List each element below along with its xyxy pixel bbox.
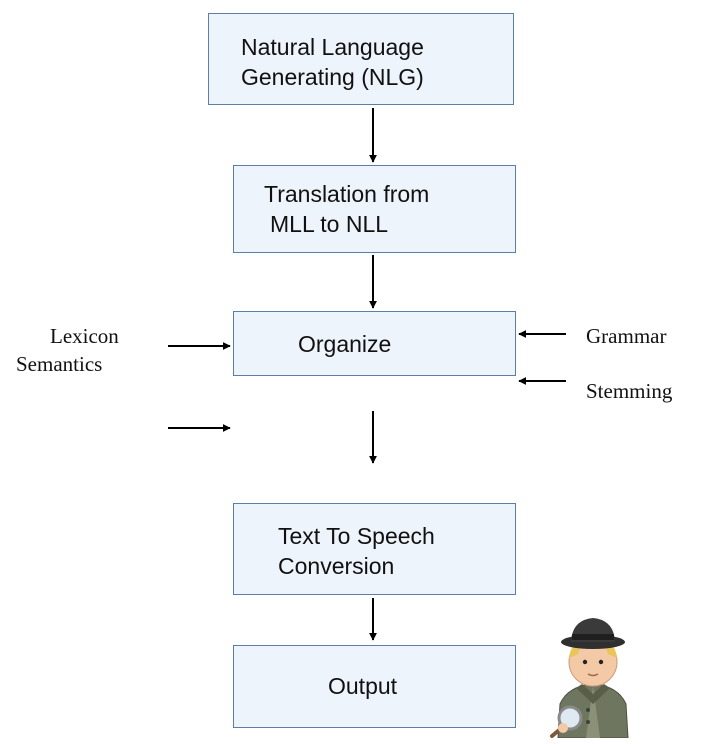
nlg-box-line1: Natural Language xyxy=(241,34,424,60)
translation-box: Translation from MLL to NLL xyxy=(233,165,516,253)
translation-box-line1: Translation from xyxy=(264,181,430,207)
organize-box: Organize xyxy=(233,311,516,376)
semantics-label: Semantics xyxy=(16,352,103,376)
output-box-label: Output xyxy=(328,673,398,699)
tts-box-line1: Text To Speech xyxy=(278,523,435,549)
detective-person-icon xyxy=(550,618,629,738)
translation-box-line2: MLL to NLL xyxy=(270,211,389,237)
tts-box: Text To Speech Conversion xyxy=(233,503,516,595)
organize-box-label: Organize xyxy=(298,331,392,357)
nlg-box: Natural Language Generating (NLG) xyxy=(208,13,514,105)
tts-box-line2: Conversion xyxy=(278,553,395,579)
stemming-label: Stemming xyxy=(586,379,673,403)
output-box: Output xyxy=(233,645,516,728)
grammar-label: Grammar xyxy=(586,324,667,348)
lexicon-label: Lexicon xyxy=(50,324,119,348)
nlg-box-line2: Generating (NLG) xyxy=(241,64,424,90)
